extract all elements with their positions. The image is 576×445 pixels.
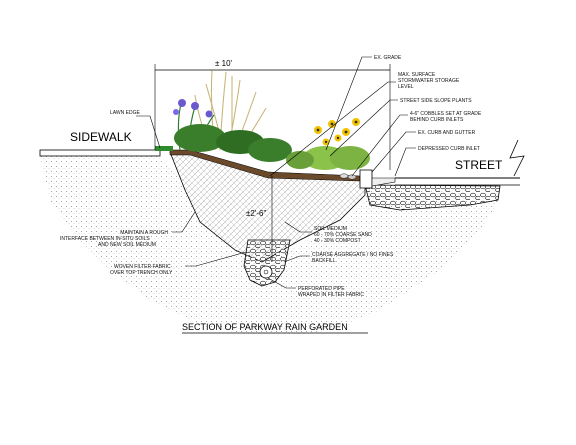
black-eyed-susans <box>314 118 360 146</box>
cobbles-label-2: BEHIND CURB INLETS <box>410 117 464 123</box>
fabric-label-1: WOVEN FILTER FABRIC <box>114 264 171 270</box>
curb-and-gutter <box>359 169 396 189</box>
soil-label-1: SOIL MEDIUM <box>314 226 347 232</box>
leader-lines <box>136 56 416 289</box>
cobbles-label-1: 4-6" COBBLES SET AT GRADE <box>410 111 482 117</box>
aggregate-trench <box>243 239 291 287</box>
interface-label-1: MAINTAIN A ROUGH <box>120 230 168 236</box>
shrub-foliage <box>174 124 292 162</box>
lawn-grass <box>155 146 173 151</box>
street-label: STREET <box>455 158 503 172</box>
curb-inlet-label: DEPRESSED CURB INLET <box>418 146 480 152</box>
slope-plants <box>286 146 370 170</box>
interface-label-3: AND NEW SOIL MEDIUM <box>98 242 156 248</box>
max-storage-label-2: STORMWATER STORAGE <box>398 78 460 84</box>
depth-dimension-label: ±2'-6" <box>246 209 266 218</box>
aggregate-label-1: COARSE AGGREGATE / NO FINES <box>312 252 394 258</box>
max-storage-label-1: MAX. SURFACE <box>398 72 436 78</box>
perforated-pipe <box>259 265 273 279</box>
curb-gutter-label: EX. CURB AND GUTTER <box>418 130 476 136</box>
street-surface <box>395 139 525 186</box>
street-base-aggregate <box>364 184 501 211</box>
width-dimension-label: ± 10' <box>215 59 233 68</box>
pipe-label-1: PERFORATED PIPE <box>298 286 345 292</box>
interface-label-2: INTERFACE BETWEEN IN-SITU SOILS <box>60 236 150 242</box>
soil-label-2: 60 - 70% COARSE SAND <box>314 232 372 238</box>
slope-plants-label: STREET SIDE SLOPE PLANTS <box>400 98 472 104</box>
lawn-edge-label: LAWN EDGE <box>110 110 140 116</box>
ex-grade-label: EX. GRADE <box>374 55 402 61</box>
width-dimension <box>154 64 391 170</box>
sidewalk-label: SIDEWALK <box>70 130 132 144</box>
diagram-title: SECTION OF PARKWAY RAIN GARDEN <box>182 322 348 332</box>
fabric-label-2: OVER TOP TRENCH ONLY <box>110 270 173 276</box>
soil-label-3: 40 - 30% COMPOST <box>314 238 361 244</box>
pipe-label-2: WRAPED IN FILTER FABRIC <box>298 292 364 298</box>
aggregate-label-2: BACKFILL <box>312 258 336 264</box>
sidewalk-slab <box>39 149 161 157</box>
max-storage-label-3: LEVEL <box>398 84 414 90</box>
cobbles <box>339 173 357 180</box>
